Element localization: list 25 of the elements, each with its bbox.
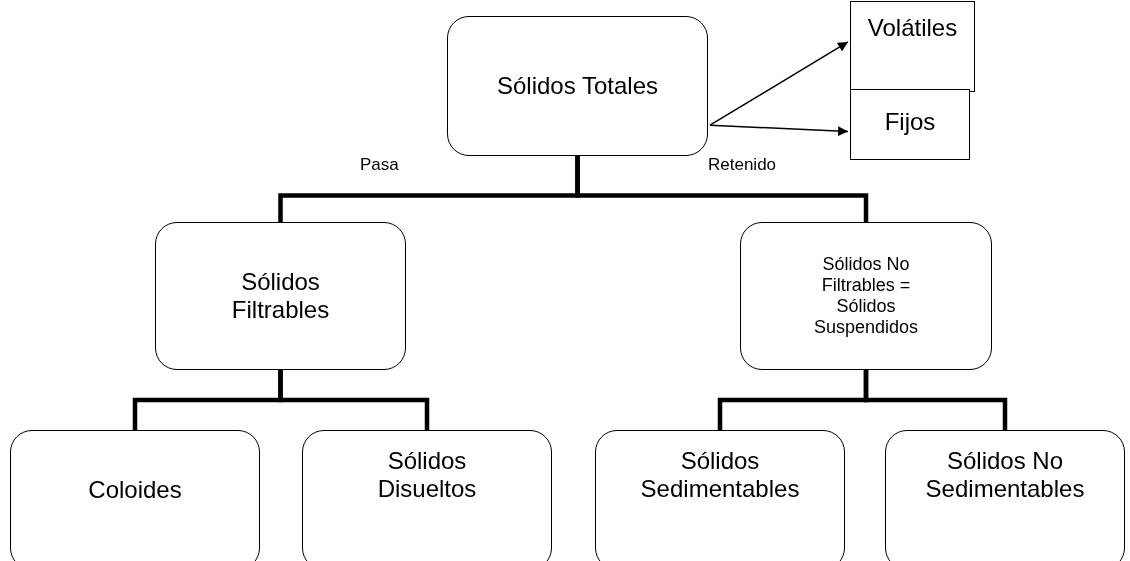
arrow — [709, 41, 849, 126]
edge-label: Retenido — [708, 155, 777, 175]
box — [850, 89, 970, 160]
rounded-box — [155, 222, 406, 370]
node-label: Sólidos No Sedimentables — [924, 447, 1086, 503]
node-label: Sólidos Sedimentables — [639, 447, 801, 503]
node-label: Coloides — [88, 476, 182, 504]
node-label: Sólidos Filtrables — [230, 268, 331, 324]
node-label: Volátiles — [867, 14, 958, 42]
rounded-box — [885, 430, 1125, 561]
box — [850, 1, 975, 92]
node-label: Sólidos Totales — [497, 72, 658, 100]
node-label: Sólidos No Filtrables = Sólidos Suspendidos — [812, 254, 920, 338]
rounded-box — [595, 430, 845, 561]
rounded-box — [447, 16, 708, 156]
connector-line — [575, 156, 869, 222]
rounded-box — [740, 222, 992, 370]
node-label: Fijos — [884, 107, 936, 136]
connector-line — [863, 370, 1008, 430]
arrow — [709, 124, 849, 137]
connector-line — [278, 370, 430, 430]
rounded-box — [302, 430, 552, 561]
node-label: Sólidos Disueltos — [376, 447, 478, 503]
rounded-box — [10, 430, 260, 561]
edge-label: Pasa — [360, 155, 399, 175]
